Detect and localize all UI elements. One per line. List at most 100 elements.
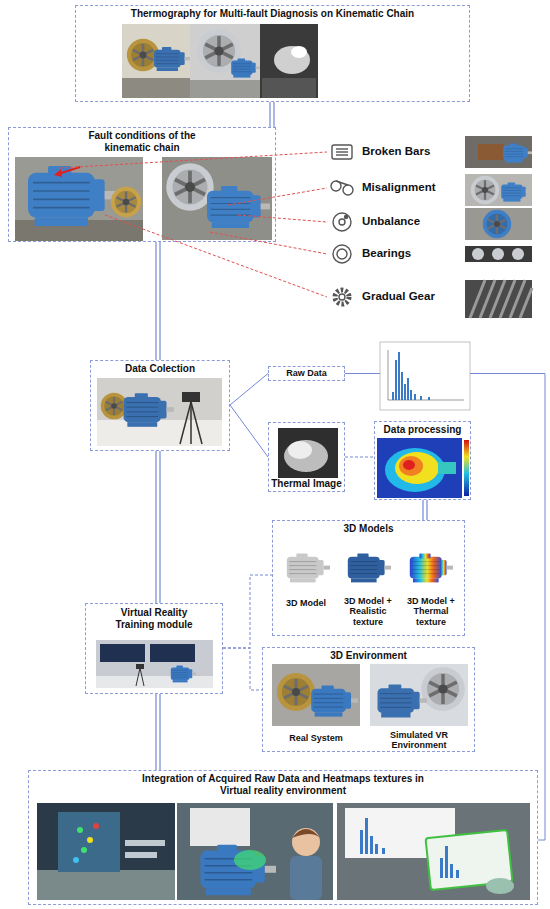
connector-line (230, 374, 268, 406)
thermal-photo (262, 78, 316, 98)
vr-scene-image (93, 823, 99, 829)
motor-model (348, 554, 391, 583)
vr-scene-image (37, 870, 175, 900)
vr-scene-image (37, 803, 175, 900)
vr-scene-image (292, 828, 320, 856)
part-label: Misalignment (362, 181, 462, 194)
real-system-photo (272, 664, 360, 726)
leader-line (60, 152, 327, 168)
motor-photo (111, 187, 141, 217)
part-label: 3D Model (280, 598, 332, 608)
fault-photo (492, 248, 504, 260)
test-bench-photo (122, 24, 190, 98)
pulley-photo (190, 24, 260, 98)
box-title: Data Colection (125, 363, 195, 375)
histogram-plot (388, 350, 389, 400)
fault-icon (339, 294, 345, 300)
connector-line (426, 500, 427, 520)
motor-photo (54, 169, 62, 177)
connector-line (159, 451, 160, 603)
fault-photo (483, 210, 512, 239)
vr-scene-image (486, 878, 514, 894)
fault-photo (465, 136, 532, 168)
dashed-box: Thermal Image (268, 422, 345, 492)
heatmap (385, 448, 445, 492)
vr-scene-image (365, 818, 368, 854)
connector (270, 102, 274, 127)
motor-model (410, 554, 453, 583)
vr-scene-image (177, 803, 333, 900)
vr-scene-image (81, 847, 87, 853)
fault-icon (331, 145, 353, 304)
fault-icon (343, 185, 353, 195)
thermal-image (278, 428, 338, 478)
motor-photo (15, 157, 143, 241)
fault-photo (465, 246, 532, 262)
thermal-photo (274, 46, 310, 74)
histogram-plot (428, 397, 430, 400)
vr-scene-image (370, 836, 373, 854)
vr-scene-image (445, 846, 448, 878)
dashed-box: Raw Data (268, 366, 345, 381)
vr-scene-image (58, 812, 120, 872)
vr-scene-image (87, 837, 93, 843)
histogram-plot (407, 378, 409, 400)
leader-line (60, 152, 327, 297)
test-bench-photo (122, 24, 190, 98)
part-label: Real System (272, 733, 360, 743)
box-title: Integration of Acquired Raw Data and Hea… (138, 773, 428, 796)
heatmap (377, 438, 462, 498)
vr-scene-image (190, 808, 250, 846)
pulley-photo (190, 24, 260, 98)
leader-line (105, 215, 327, 297)
vr-scene-image (292, 829, 320, 838)
fault-icon (336, 151, 348, 152)
vr-scene-image (125, 852, 157, 858)
connector (423, 500, 427, 520)
lab-photo (97, 378, 222, 446)
fault-icon (333, 213, 351, 231)
vr-scene-image (337, 803, 530, 900)
fault-icon (339, 219, 345, 225)
vr-scene-image (426, 830, 513, 890)
fault-photo (465, 208, 532, 240)
connector-line (159, 242, 160, 360)
part-label: 3D Model + Realistic texture (340, 596, 396, 627)
connector (230, 374, 268, 406)
vr-scene-image (77, 827, 83, 833)
test-bench-photo (127, 39, 159, 71)
fault-icon (335, 290, 349, 304)
connector (345, 457, 374, 458)
simulated-photo (421, 667, 465, 711)
connector (156, 694, 160, 770)
fault-photo (470, 280, 532, 318)
thermal-image (278, 428, 338, 478)
pulley-photo (231, 58, 260, 77)
vr-scene-image (345, 808, 455, 858)
test-bench-photo (122, 78, 190, 98)
vr-room-photo (100, 644, 145, 662)
lab-photo (191, 402, 202, 444)
connector-line (155, 694, 156, 770)
belt-drive-photo (162, 157, 272, 240)
connector-line (223, 575, 272, 648)
part-label: Broken Bars (362, 145, 462, 158)
motor-photo (28, 166, 118, 226)
connector (223, 575, 272, 648)
box-title: Virtual Reality Training module (102, 607, 207, 630)
connector-line (422, 500, 423, 520)
vr-scene-image (375, 844, 378, 854)
heatmap (377, 438, 469, 498)
leader-line (238, 215, 327, 222)
thermal-photo (260, 24, 318, 98)
vr-room-photo (96, 640, 213, 688)
connector-line (269, 102, 270, 127)
vr-room-photo (150, 644, 195, 662)
lab-photo (97, 420, 222, 446)
part-label: Unbalance (362, 215, 462, 228)
histogram-plot (398, 352, 400, 400)
vr-room-photo (96, 640, 213, 688)
motor-photo (58, 167, 80, 174)
